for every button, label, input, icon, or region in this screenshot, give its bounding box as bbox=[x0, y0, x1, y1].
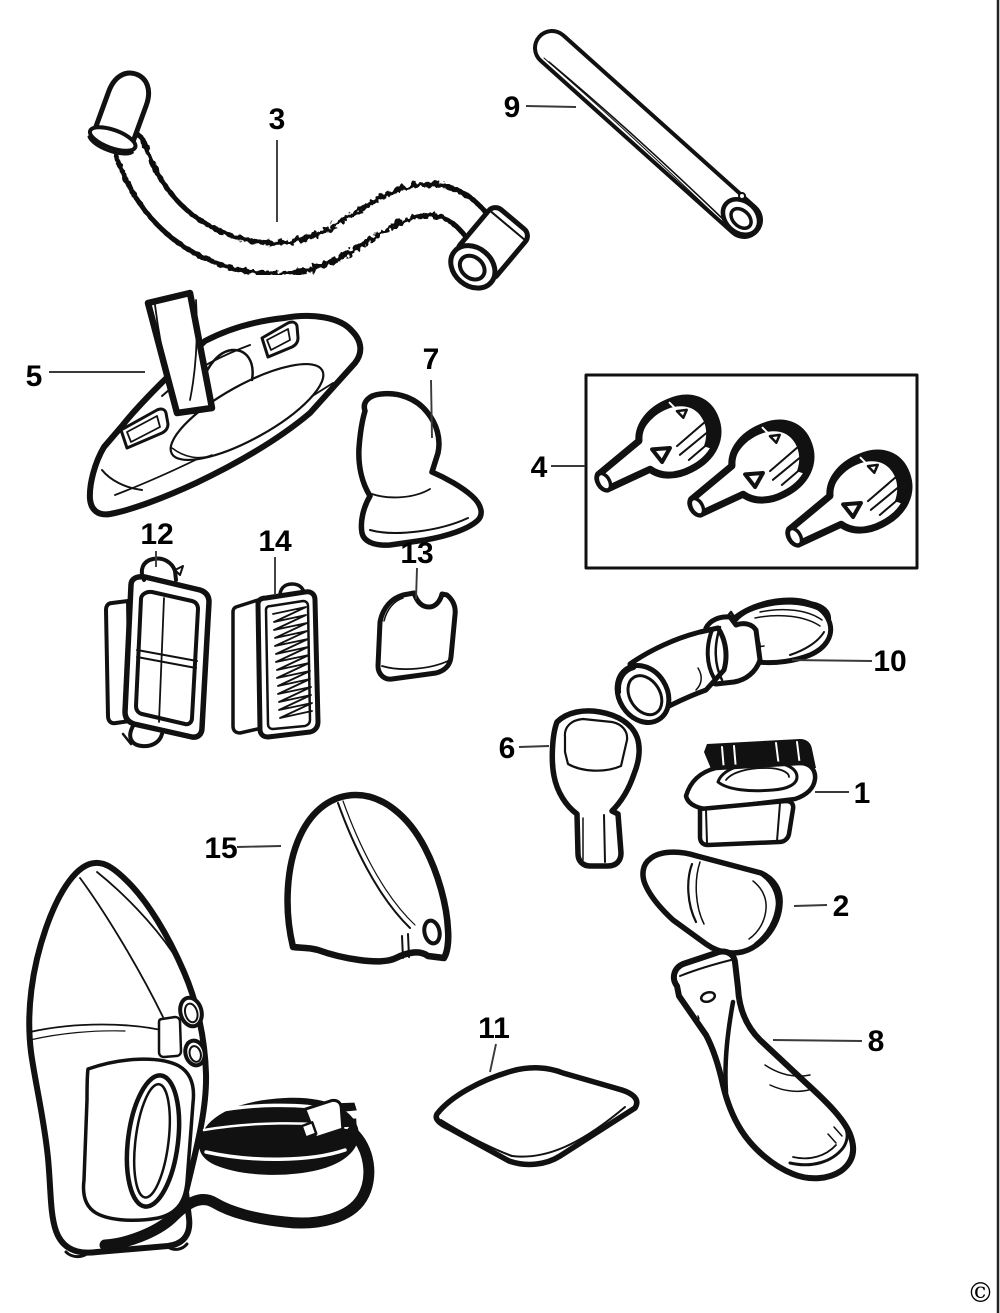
squeegee-nozzle-part bbox=[670, 948, 857, 1182]
plug-prong-top bbox=[340, 1102, 357, 1112]
filter-frame-bottom-clip bbox=[128, 724, 164, 749]
filter-frame-top-clip bbox=[139, 556, 178, 582]
part-label-9: 9 bbox=[504, 91, 521, 124]
part-label-10: 10 bbox=[873, 645, 906, 678]
part-label-2: 2 bbox=[833, 890, 850, 923]
brush-collar bbox=[697, 798, 796, 848]
dusting-nozzle-part bbox=[549, 708, 642, 869]
part-label-6: 6 bbox=[499, 732, 516, 765]
floor-brush-sole-opening bbox=[169, 362, 325, 462]
leader-line-15 bbox=[236, 845, 282, 848]
wand-opening bbox=[720, 197, 762, 237]
wand-lock-hole bbox=[738, 192, 746, 200]
leader-line-7 bbox=[430, 379, 433, 439]
power-plug bbox=[300, 1098, 357, 1140]
release-button bbox=[183, 1038, 207, 1068]
leader-line-10 bbox=[791, 659, 873, 662]
power-cord-coil bbox=[99, 1097, 375, 1251]
part-label-3: 3 bbox=[269, 103, 286, 136]
part-label-4: 4 bbox=[531, 451, 548, 484]
bowl-cover-port bbox=[422, 918, 442, 946]
foot-right bbox=[166, 1242, 189, 1251]
power-cord-strand bbox=[99, 1126, 375, 1251]
elbow-adapter-part bbox=[614, 597, 834, 725]
floor-brush-part bbox=[86, 289, 364, 518]
leader-lines bbox=[49, 105, 873, 1073]
plug-prong-bottom bbox=[342, 1118, 357, 1128]
hose-cuff bbox=[87, 70, 152, 156]
bowl-cover-part bbox=[284, 791, 452, 965]
brush-attachment-part bbox=[683, 739, 818, 848]
handle-cutout bbox=[124, 1073, 182, 1209]
stitch-line bbox=[697, 1015, 723, 1075]
vacuum-body bbox=[26, 859, 375, 1259]
hose-corrugated-body bbox=[112, 130, 500, 277]
part-label-11: 11 bbox=[478, 1012, 510, 1045]
deflector-part bbox=[375, 590, 458, 682]
floor-brush-window-left bbox=[119, 407, 170, 450]
leader-line-11 bbox=[489, 1043, 497, 1073]
leader-line-13 bbox=[415, 567, 418, 600]
part-label-12: 12 bbox=[140, 518, 173, 551]
upholstery-nozzle-part bbox=[356, 390, 484, 548]
part-label-7: 7 bbox=[423, 343, 440, 376]
elbow-opening bbox=[614, 663, 672, 725]
part-label-1: 1 bbox=[854, 777, 871, 810]
hose-part bbox=[87, 70, 530, 291]
filter-frame-part bbox=[104, 556, 212, 749]
part-label-15: 15 bbox=[204, 832, 237, 865]
leader-line-2 bbox=[793, 904, 828, 907]
latch-tab bbox=[157, 1015, 183, 1059]
pleated-filter-part bbox=[231, 582, 321, 740]
hose-end-connector bbox=[448, 205, 530, 291]
part-label-14: 14 bbox=[258, 525, 292, 558]
foot-left bbox=[64, 1250, 90, 1259]
part-label-5: 5 bbox=[26, 360, 43, 393]
filter-pleats bbox=[272, 606, 313, 719]
copyright-symbol: © bbox=[967, 1278, 994, 1309]
leader-line-9 bbox=[525, 105, 577, 108]
part-number-labels: 3 9 5 7 4 12 14 13 10 6 1 2 15 11 8 bbox=[26, 91, 907, 1058]
leader-line-6 bbox=[518, 745, 550, 748]
wand-tube-part bbox=[533, 29, 763, 239]
squeegee-hole bbox=[699, 990, 717, 1004]
cloth-filter-part bbox=[433, 1065, 640, 1168]
cone-nozzle-part bbox=[640, 849, 783, 956]
power-button bbox=[178, 995, 204, 1029]
part-label-13: 13 bbox=[400, 537, 433, 570]
leader-line-8 bbox=[772, 1039, 863, 1042]
crevice-tool-set-part bbox=[580, 373, 923, 569]
part-label-8: 8 bbox=[868, 1025, 885, 1058]
